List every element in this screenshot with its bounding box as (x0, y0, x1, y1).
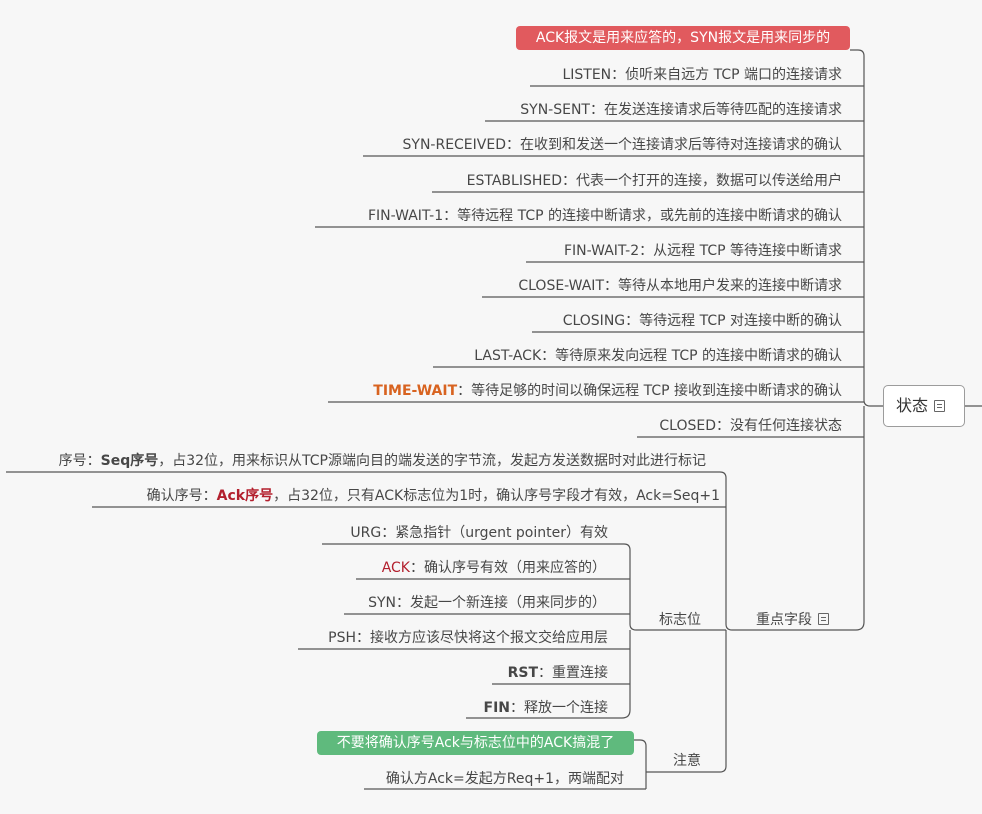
notice-node[interactable]: 注意 (673, 753, 701, 769)
state-close-wait[interactable]: CLOSE-WAIT：等待从本地用户发来的连接中断请求 (518, 278, 842, 294)
state-closed[interactable]: CLOSED：没有任何连接状态 (659, 418, 842, 434)
flag-ack[interactable]: ACK：确认序号有效（用来应答的） (381, 560, 606, 576)
state-fin-wait-1[interactable]: FIN-WAIT-1：等待远程 TCP 的连接中断请求，或先前的连接中断请求的确… (367, 208, 842, 224)
notice-text[interactable]: 确认方Ack=发起方Req+1，两端配对 (385, 771, 624, 787)
state-listen[interactable]: LISTEN：侦听来自远方 TCP 端口的连接请求 (562, 67, 842, 83)
field-seq[interactable]: 序号：Seq序号，占32位，用来标识从TCP源端向目的端发送的字节流，发起方发送… (58, 453, 706, 469)
flag-rst[interactable]: RST：重置连接 (507, 665, 608, 681)
state-time-wait[interactable]: TIME-WAIT：等待足够的时间以确保远程 TCP 接收到连接中断请求的确认 (373, 383, 842, 399)
state-note-callout[interactable]: ACK报文是用来应答的，SYN报文是用来同步的 (516, 26, 850, 50)
state-syn-sent[interactable]: SYN-SENT：在发送连接请求后等待匹配的连接请求 (520, 102, 842, 118)
field-ack[interactable]: 确认序号：Ack序号，占32位，只有ACK标志位为1时，确认序号字段才有效，Ac… (146, 488, 720, 504)
flag-psh[interactable]: PSH：接收方应该尽快将这个报文交给应用层 (328, 630, 608, 646)
flag-fin[interactable]: FIN：释放一个连接 (483, 700, 609, 716)
flags-node[interactable]: 标志位 (659, 612, 701, 628)
central-node-state[interactable]: 状态 (883, 385, 965, 427)
state-last-ack[interactable]: LAST-ACK：等待原来发向远程 TCP 的连接中断请求的确认 (474, 348, 842, 364)
note-icon (818, 613, 829, 625)
key-fields-node[interactable]: 重点字段 (756, 611, 829, 629)
central-label: 状态 (896, 396, 929, 415)
state-closing[interactable]: CLOSING：等待远程 TCP 对连接中断的确认 (562, 313, 842, 329)
flag-urg[interactable]: URG：紧急指针（urgent pointer）有效 (350, 525, 608, 541)
flag-syn[interactable]: SYN：发起一个新连接（用来同步的） (368, 595, 606, 611)
state-established[interactable]: ESTABLISHED：代表一个打开的连接，数据可以传送给用户 (466, 173, 842, 189)
notice-callout[interactable]: 不要将确认序号Ack与标志位中的ACK搞混了 (317, 731, 634, 755)
state-fin-wait-2[interactable]: FIN-WAIT-2：从远程 TCP 等待连接中断请求 (563, 243, 842, 259)
state-syn-received[interactable]: SYN-RECEIVED：在收到和发送一个连接请求后等待对连接请求的确认 (402, 137, 843, 153)
note-icon (934, 400, 946, 412)
